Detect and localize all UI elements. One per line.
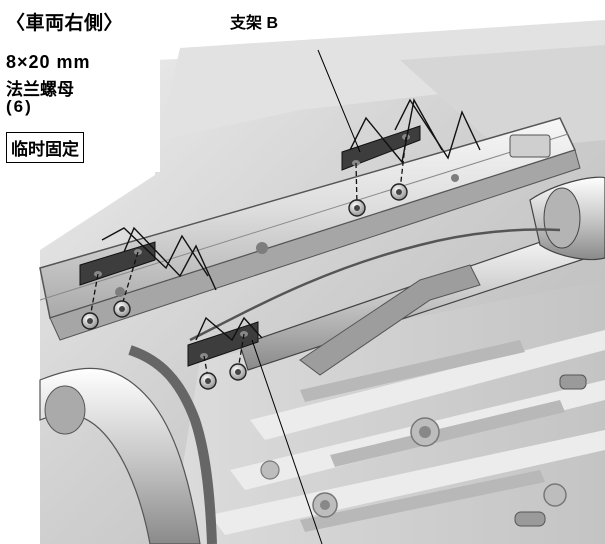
zigzag-lines xyxy=(101,97,481,342)
fastener-name-label: 法兰螺母 xyxy=(6,80,74,99)
flange-nuts xyxy=(81,183,408,390)
flange-nut xyxy=(229,363,247,381)
bracket-b-label: 支架 B xyxy=(230,15,279,32)
flange-nut xyxy=(390,183,408,201)
leader-line-bracket-b xyxy=(317,49,361,153)
flange-nut xyxy=(81,312,99,330)
fastener-size-label: 8×20 mm xyxy=(6,52,91,72)
flange-nut xyxy=(348,199,366,217)
fastener-qty-label: (6) xyxy=(6,97,33,116)
bracket-left-part xyxy=(79,241,156,286)
leader-line-lower xyxy=(251,339,323,544)
cable-line xyxy=(189,228,561,342)
exhaust-pipe xyxy=(39,345,217,544)
flange-nut xyxy=(199,372,217,390)
floor-panel xyxy=(170,280,605,544)
crossmember-rail xyxy=(39,117,581,341)
flange-nut xyxy=(113,300,131,318)
temporary-fix-badge: 临时固定 xyxy=(6,132,84,163)
vehicle-side-title: 〈車両右側〉 xyxy=(6,13,124,34)
drive-shaft xyxy=(239,176,605,376)
